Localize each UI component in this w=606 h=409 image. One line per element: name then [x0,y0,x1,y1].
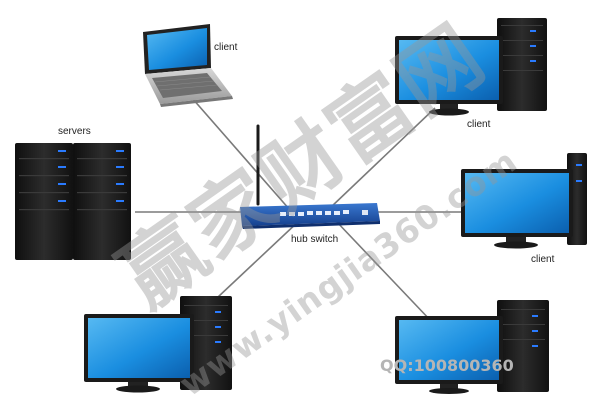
servers-label: servers [58,126,91,137]
server-rack-icon [15,143,131,260]
cable-bottom-right [334,219,433,323]
cable-laptop [184,89,291,211]
cables [135,89,470,329]
cable-top-right [329,107,436,209]
desktop-computer-icon [395,300,549,394]
desktop-computer-icon [461,153,587,249]
desktop-computer-icon [84,296,232,393]
hub-switch-label: hub switch [291,234,339,245]
client-right-label: client [531,254,555,265]
client-top-right-label: client [467,119,491,130]
watermark-qq: QQ:100800360 [380,356,514,375]
laptop-icon [143,24,233,107]
laptop-client-label: client [214,42,238,53]
desktop-computer-icon [395,18,547,116]
switch-icon [240,124,380,229]
